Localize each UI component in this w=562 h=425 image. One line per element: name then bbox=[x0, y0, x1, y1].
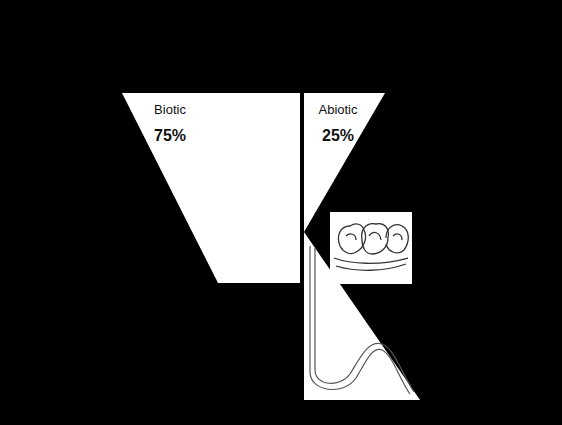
wedge-fill bbox=[122, 93, 300, 283]
wedge-outline bbox=[122, 93, 300, 283]
sign-label: + bbox=[314, 206, 322, 220]
percentage-value: 25% bbox=[322, 127, 354, 145]
teeth-drawing bbox=[334, 224, 408, 271]
wedge-shape: Biotic 75% bbox=[122, 93, 300, 283]
shape-heading: Abiotic bbox=[318, 102, 357, 117]
root-canal-drawing bbox=[310, 246, 414, 394]
sign-label: - bbox=[307, 222, 311, 233]
shape-heading: Biotic bbox=[154, 102, 186, 117]
wedge-fill bbox=[304, 93, 385, 232]
percentage-value: 75% bbox=[154, 127, 186, 145]
teeth-panel bbox=[330, 212, 412, 284]
